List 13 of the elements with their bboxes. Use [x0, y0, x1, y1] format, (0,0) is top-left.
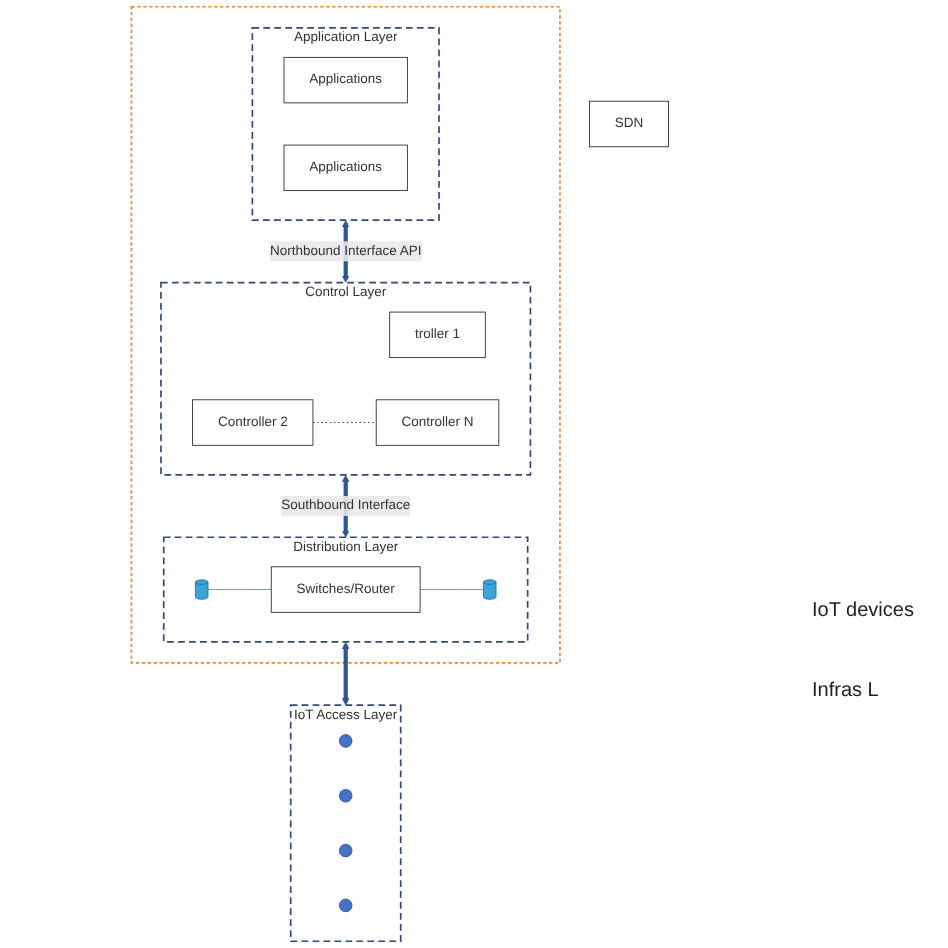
node-cylinder: [194, 579, 209, 600]
node-circle: [338, 898, 353, 913]
node-cylinder: [482, 579, 497, 600]
note-text: Infras L: [812, 680, 879, 702]
note-text: IoT devices: [812, 600, 914, 622]
node-circle: [338, 734, 353, 748]
node-circle: [338, 789, 353, 803]
connector: [312, 422, 377, 423]
arrow: [342, 641, 350, 706]
node-circle: [338, 843, 353, 858]
cluster: [130, 5, 561, 664]
connector: [207, 589, 272, 590]
connector: [419, 589, 484, 590]
